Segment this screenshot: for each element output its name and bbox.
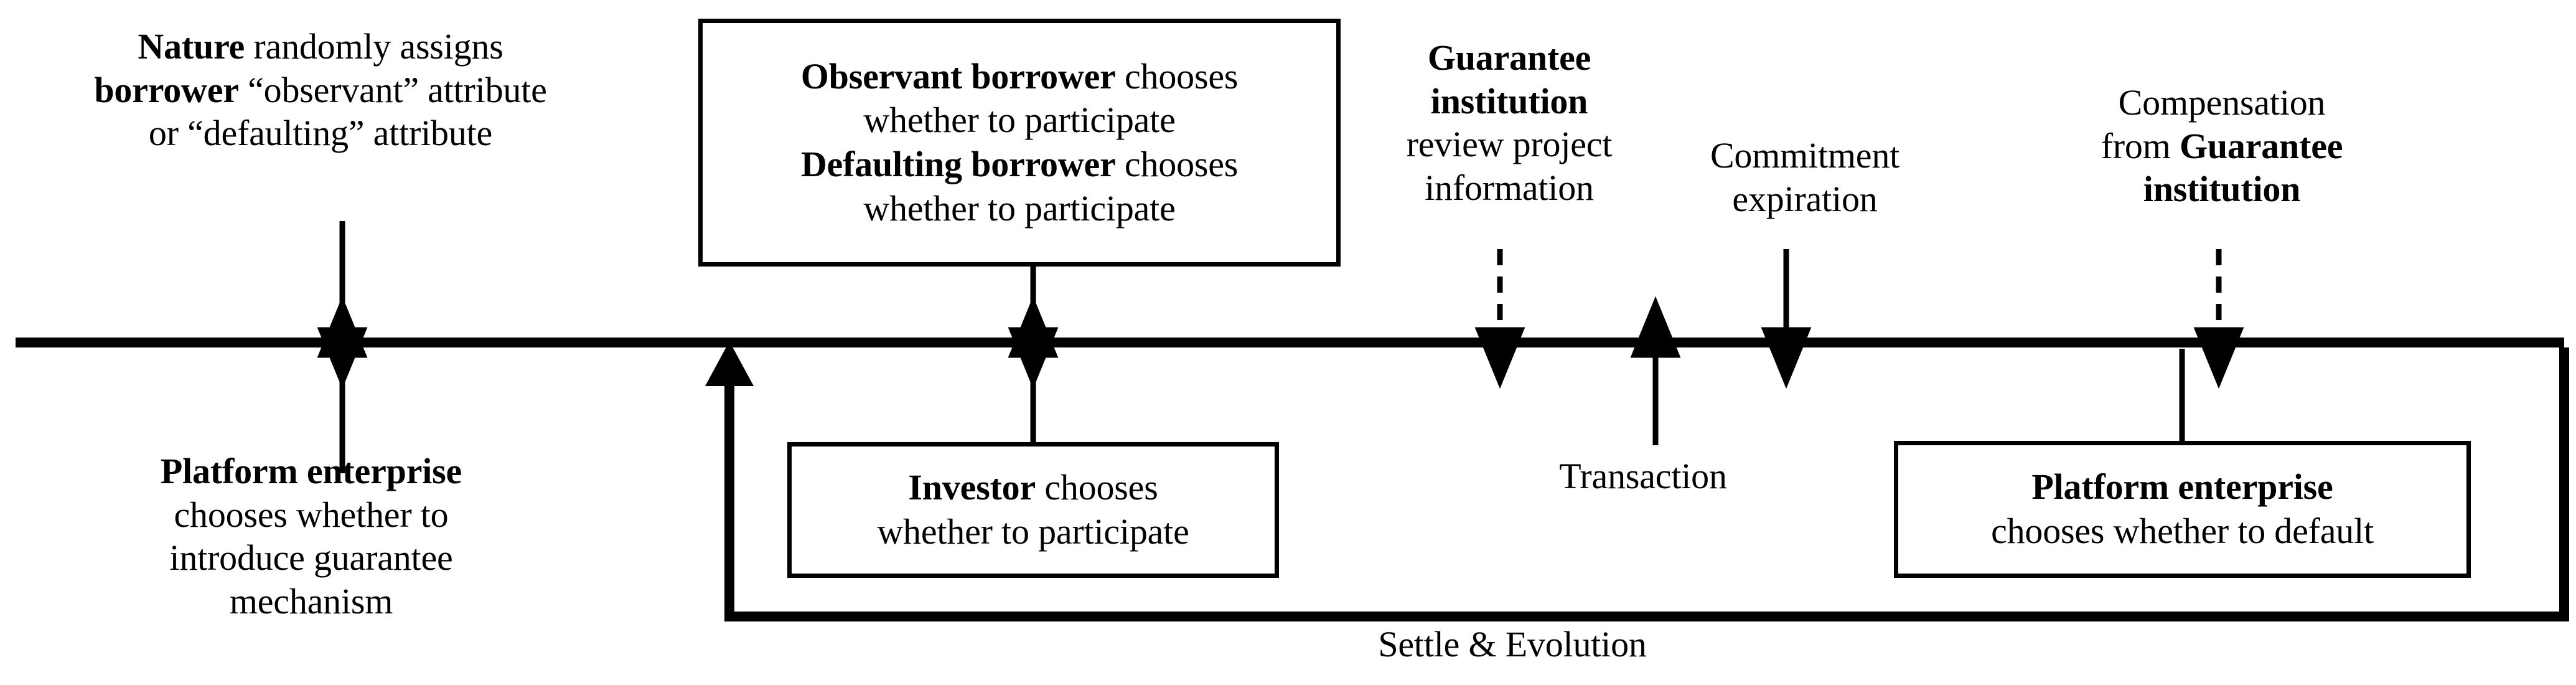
- commitment-line1: Commitment: [1710, 135, 1900, 176]
- guarantee-bold2: institution: [1430, 80, 1588, 121]
- platform-left-line2: chooses whether to: [174, 494, 449, 535]
- settle-evolution-arrowhead: [705, 341, 754, 386]
- defaulting-borrower-rest: chooses: [1115, 144, 1239, 184]
- borrower-rest: “observant” attribute: [238, 69, 547, 110]
- defaulting-borrower-bold: Defaulting borrower: [800, 144, 1116, 184]
- box-borrower-choices[interactable]: Observant borrower chooses whether to pa…: [698, 19, 1341, 267]
- transaction-line1: Transaction: [1559, 456, 1727, 496]
- guarantee-bold1: Guarantee: [1427, 37, 1591, 78]
- box-platform-default-text: Platform enterprise chooses whether to d…: [1898, 465, 2466, 554]
- defaulting-borrower-line2: whether to participate: [863, 187, 1176, 229]
- settle-evolution-loop: [724, 347, 2569, 621]
- borrower-bold: borrower: [94, 69, 239, 110]
- box-borrower-text: Observant borrower chooses whether to pa…: [703, 55, 1336, 231]
- compensation-line2-bold: Guarantee: [2179, 125, 2343, 166]
- box-platform-default-choice[interactable]: Platform enterprise chooses whether to d…: [1894, 441, 2471, 578]
- compensation-line2-rest: from: [2101, 125, 2180, 166]
- label-commitment-expiration: Commitment expiration: [1649, 134, 1960, 220]
- platform-left-line3: introduce guarantee: [169, 537, 453, 579]
- nature-line3: or “defaulting” attribute: [148, 113, 493, 154]
- label-settle-evolution: Settle & Evolution: [1338, 623, 1687, 666]
- settle-line1: Settle & Evolution: [1378, 624, 1647, 664]
- nature-bold: Nature: [138, 26, 245, 67]
- investor-rest: chooses: [1036, 467, 1158, 508]
- label-guarantee-institution: Guarantee institution review project inf…: [1379, 36, 1640, 209]
- label-compensation: Compensation from Guarantee institution: [2048, 81, 2396, 211]
- compensation-line3-bold: institution: [2143, 169, 2301, 210]
- platform-left-line4: mechanism: [229, 580, 393, 621]
- platform-left-bold: Platform enterprise: [160, 451, 462, 491]
- investor-bold: Investor: [908, 467, 1036, 508]
- guarantee-line3: review project: [1406, 124, 1613, 165]
- platform-default-line2: chooses whether to default: [1991, 511, 2374, 551]
- platform-default-bold: Platform enterprise: [2031, 466, 2333, 508]
- investor-line2: whether to participate: [877, 511, 1189, 552]
- observant-borrower-rest: chooses: [1115, 55, 1239, 97]
- box-investor-choice[interactable]: Investor chooses whether to participate: [787, 442, 1279, 578]
- observant-borrower-bold: Observant borrower: [800, 55, 1116, 97]
- box-investor-text: Investor chooses whether to participate: [792, 466, 1275, 554]
- label-platform-left: Platform enterprise chooses whether to i…: [93, 450, 529, 623]
- commitment-line2: expiration: [1732, 178, 1878, 219]
- observant-borrower-line2: whether to participate: [863, 100, 1176, 141]
- label-nature: Nature randomly assigns borrower “observ…: [37, 25, 604, 155]
- label-transaction: Transaction: [1512, 455, 1774, 498]
- nature-rest1: randomly assigns: [245, 26, 503, 67]
- guarantee-line4: information: [1425, 167, 1594, 208]
- compensation-line1: Compensation: [2118, 82, 2326, 123]
